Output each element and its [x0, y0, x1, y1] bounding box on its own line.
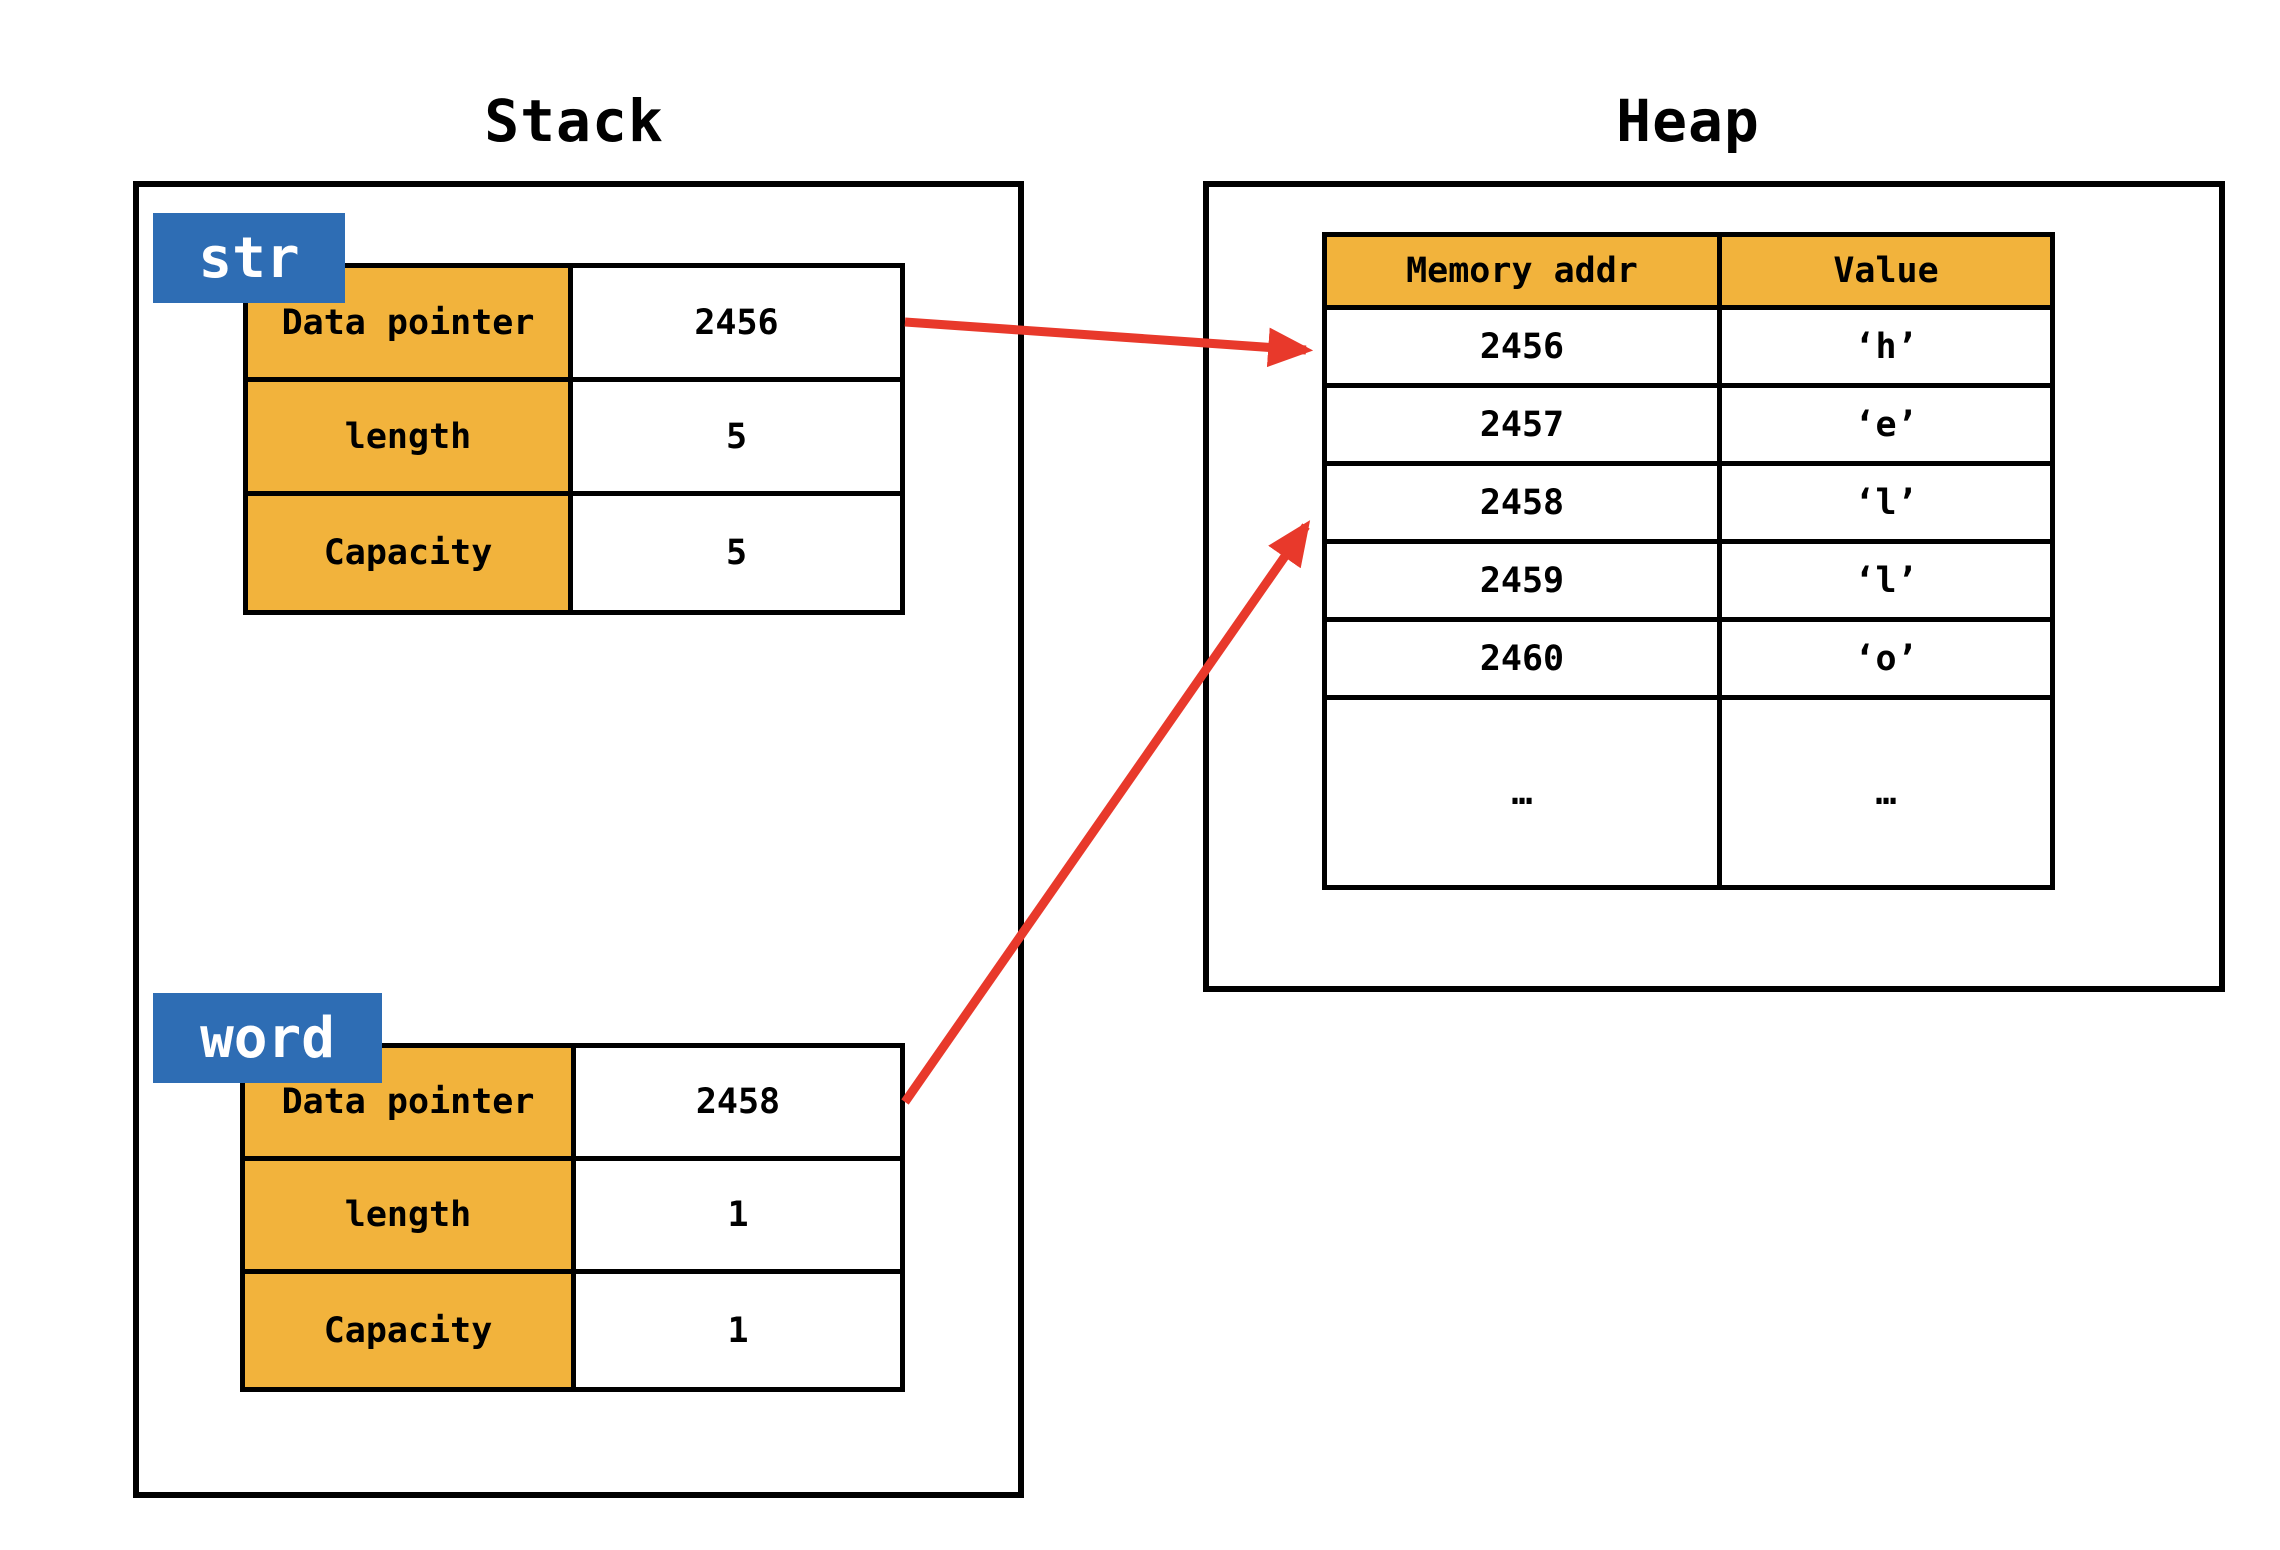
heap-header-value: Value	[1722, 237, 2050, 310]
str-struct-table: Data pointer 2456 length 5 Capacity 5	[243, 263, 905, 615]
heap-row-value: …	[1722, 700, 2050, 885]
heap-header-memory-addr: Memory addr	[1327, 237, 1722, 310]
heap-row-value: ‘o’	[1722, 622, 2050, 700]
word-field-label: length	[245, 1161, 576, 1274]
str-field-value: 5	[573, 496, 900, 610]
stack-section-title: Stack	[484, 87, 664, 155]
word-field-value: 2458	[576, 1048, 900, 1161]
heap-memory-table: Memory addr Value 2456 ‘h’ 2457 ‘e’ 2458…	[1322, 232, 2055, 890]
heap-row-addr: 2458	[1327, 466, 1722, 544]
str-field-value: 5	[573, 382, 900, 496]
heap-row-addr: 2460	[1327, 622, 1722, 700]
heap-row-value: ‘l’	[1722, 544, 2050, 622]
word-struct-table: Data pointer 2458 length 1 Capacity 1	[240, 1043, 905, 1392]
str-field-label: length	[248, 382, 573, 496]
word-field-value: 1	[576, 1161, 900, 1274]
heap-row-addr: …	[1327, 700, 1722, 885]
heap-row-value: ‘h’	[1722, 310, 2050, 388]
heap-row-addr: 2457	[1327, 388, 1722, 466]
str-field-label: Capacity	[248, 496, 573, 610]
str-field-value: 2456	[573, 268, 900, 382]
word-field-value: 1	[576, 1274, 900, 1387]
heap-row-addr: 2456	[1327, 310, 1722, 388]
heap-row-value: ‘e’	[1722, 388, 2050, 466]
heap-row-addr: 2459	[1327, 544, 1722, 622]
variable-label-word: word	[153, 993, 382, 1083]
variable-label-str: str	[153, 213, 345, 303]
word-field-label: Capacity	[245, 1274, 576, 1387]
heap-row-value: ‘l’	[1722, 466, 2050, 544]
heap-section-title: Heap	[1616, 87, 1760, 155]
